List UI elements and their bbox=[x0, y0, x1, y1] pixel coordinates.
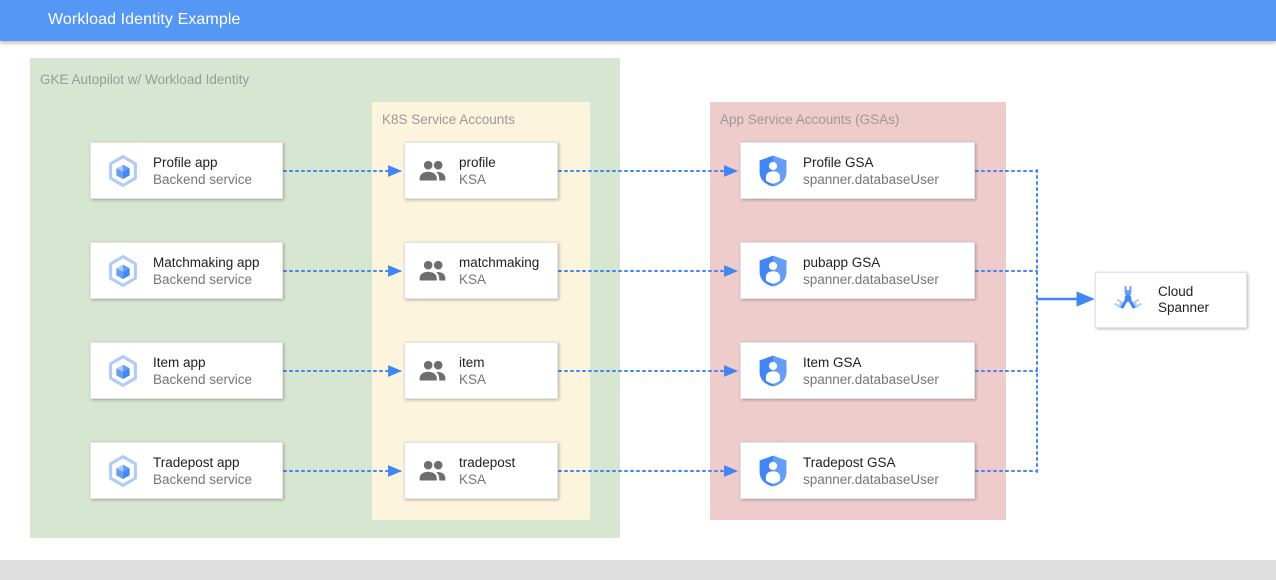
cloud-spanner-icon bbox=[1100, 283, 1156, 317]
card-gsa-pubapp[interactable]: pubapp GSA spanner.databaseUser bbox=[740, 242, 975, 299]
card-title: Tradepost app bbox=[153, 454, 240, 470]
card-title: Item app bbox=[153, 354, 206, 370]
card-title: profile bbox=[459, 154, 496, 170]
card-subtitle: KSA bbox=[459, 371, 487, 387]
zone-gke-label: GKE Autopilot w/ Workload Identity bbox=[40, 72, 250, 87]
card-title: Profile GSA bbox=[803, 154, 874, 170]
gke-container-icon bbox=[95, 254, 151, 288]
card-gsa-tradepost[interactable]: Tradepost GSA spanner.databaseUser bbox=[740, 442, 975, 499]
card-subtitle: spanner.databaseUser bbox=[803, 171, 939, 187]
card-ksa-item[interactable]: item KSA bbox=[404, 342, 558, 399]
card-subtitle: Backend service bbox=[153, 371, 253, 387]
gke-container-icon bbox=[95, 454, 151, 488]
card-subtitle: Backend service bbox=[153, 171, 253, 187]
card-title: item bbox=[459, 354, 485, 370]
card-app-tradepost[interactable]: Tradepost app Backend service bbox=[90, 442, 283, 499]
card-title: tradepost bbox=[459, 454, 516, 470]
people-group-icon bbox=[407, 455, 459, 487]
card-title: Profile app bbox=[153, 154, 218, 170]
card-title: pubapp GSA bbox=[803, 254, 881, 270]
card-ksa-tradepost[interactable]: tradepost KSA bbox=[404, 442, 558, 499]
window-titlebar: Workload Identity Example bbox=[0, 0, 1276, 41]
people-group-icon bbox=[407, 155, 459, 187]
footer-strip bbox=[0, 560, 1276, 580]
gke-container-icon bbox=[95, 154, 151, 188]
card-title: Matchmaking app bbox=[153, 254, 260, 270]
card-gsa-item[interactable]: Item GSA spanner.databaseUser bbox=[740, 342, 975, 399]
gke-container-icon bbox=[95, 354, 151, 388]
card-title: Tradepost GSA bbox=[803, 454, 896, 470]
card-app-matchmaking[interactable]: Matchmaking app Backend service bbox=[90, 242, 283, 299]
shield-person-icon bbox=[745, 154, 801, 188]
card-gsa-profile[interactable]: Profile GSA spanner.databaseUser bbox=[740, 142, 975, 199]
zone-ksa-label: K8S Service Accounts bbox=[382, 112, 515, 127]
shield-person-icon bbox=[745, 454, 801, 488]
card-title: Item GSA bbox=[803, 354, 862, 370]
shield-person-icon bbox=[745, 254, 801, 288]
card-app-profile[interactable]: Profile app Backend service bbox=[90, 142, 283, 199]
card-ksa-profile[interactable]: profile KSA bbox=[404, 142, 558, 199]
card-app-item[interactable]: Item app Backend service bbox=[90, 342, 283, 399]
card-cloud-spanner[interactable]: Cloud Spanner bbox=[1095, 272, 1247, 328]
zone-gsa-label: App Service Accounts (GSAs) bbox=[720, 112, 900, 127]
card-title: matchmaking bbox=[459, 254, 540, 270]
card-title-line2: Spanner bbox=[1158, 300, 1210, 315]
card-subtitle: KSA bbox=[459, 271, 487, 287]
shield-person-icon bbox=[745, 354, 801, 388]
card-subtitle: KSA bbox=[459, 471, 487, 487]
card-title-line1: Cloud bbox=[1158, 284, 1194, 299]
people-group-icon bbox=[407, 355, 459, 387]
card-subtitle: spanner.databaseUser bbox=[803, 371, 939, 387]
card-subtitle: spanner.databaseUser bbox=[803, 271, 939, 287]
window-title: Workload Identity Example bbox=[48, 11, 241, 28]
card-subtitle: spanner.databaseUser bbox=[803, 471, 939, 487]
card-subtitle: KSA bbox=[459, 171, 487, 187]
people-group-icon bbox=[407, 255, 459, 287]
card-subtitle: Backend service bbox=[153, 471, 253, 487]
card-ksa-matchmaking[interactable]: matchmaking KSA bbox=[404, 242, 558, 299]
card-subtitle: Backend service bbox=[153, 271, 253, 287]
